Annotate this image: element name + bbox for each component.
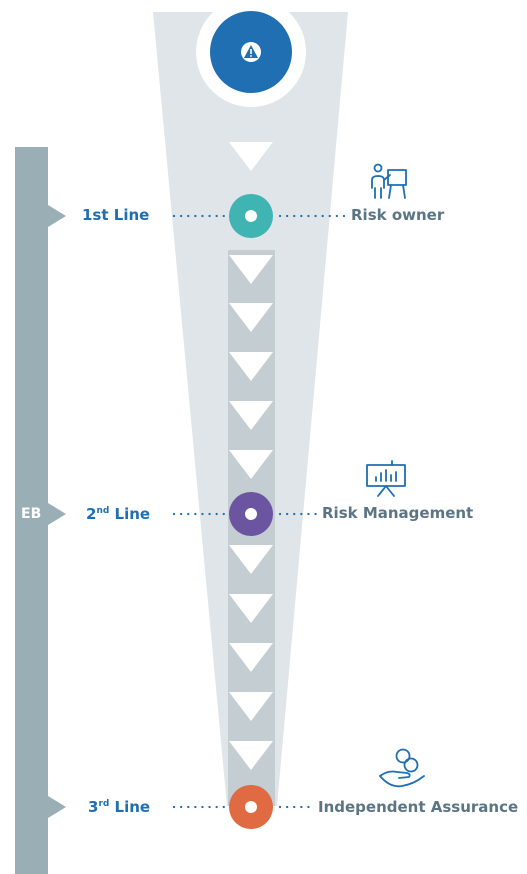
line-node-2: [229, 492, 273, 536]
flow-arrow: [229, 142, 273, 171]
flow-arrow: [229, 303, 273, 332]
risk-owner-label: Risk owner: [351, 206, 445, 224]
flow-arrows-upper: [229, 255, 273, 479]
line-2-label-ordinal: nd: [96, 506, 110, 516]
flow-arrow: [229, 401, 273, 430]
line-1-label: 1st Line: [82, 208, 149, 223]
line-1-label-text: 1st Line: [82, 206, 150, 224]
flow-arrow: [229, 643, 273, 672]
eb-pointer-1: [48, 205, 66, 227]
line-3-label-number: 3: [88, 798, 99, 816]
eb-label: EB: [21, 506, 42, 522]
line-2-label: 2nd Line: [86, 507, 150, 522]
person-presenting-icon: [371, 163, 407, 199]
flow-arrow: [229, 741, 273, 770]
eb-pointer-3: [48, 796, 66, 818]
line-node-3: [229, 785, 273, 829]
flow-arrow: [229, 450, 273, 479]
line-3-label-suffix: Line: [109, 798, 151, 816]
dotted-connectors: [172, 214, 346, 809]
flow-arrow: [229, 594, 273, 623]
presentation-chart-icon: [366, 460, 406, 497]
flow-arrows-lower: [229, 545, 273, 770]
line-3-label-ordinal: rd: [98, 799, 110, 809]
line-2-label-number: 2: [86, 505, 97, 523]
line-3-label: 3rd Line: [88, 800, 150, 815]
flow-arrow: [229, 255, 273, 284]
eb-bar: [15, 147, 66, 874]
warning-triangle-icon: [241, 42, 261, 62]
flow-arrow: [229, 545, 273, 574]
risk-management-label: Risk Management: [322, 504, 474, 522]
independent-assurance-label: Independent Assurance: [318, 798, 519, 816]
eb-pointer-2: [48, 503, 66, 525]
flow-arrow: [229, 352, 273, 381]
hand-coins-icon: [379, 748, 425, 788]
line-node-1: [229, 194, 273, 238]
line-2-label-suffix: Line: [109, 505, 151, 523]
flow-arrow: [229, 692, 273, 721]
